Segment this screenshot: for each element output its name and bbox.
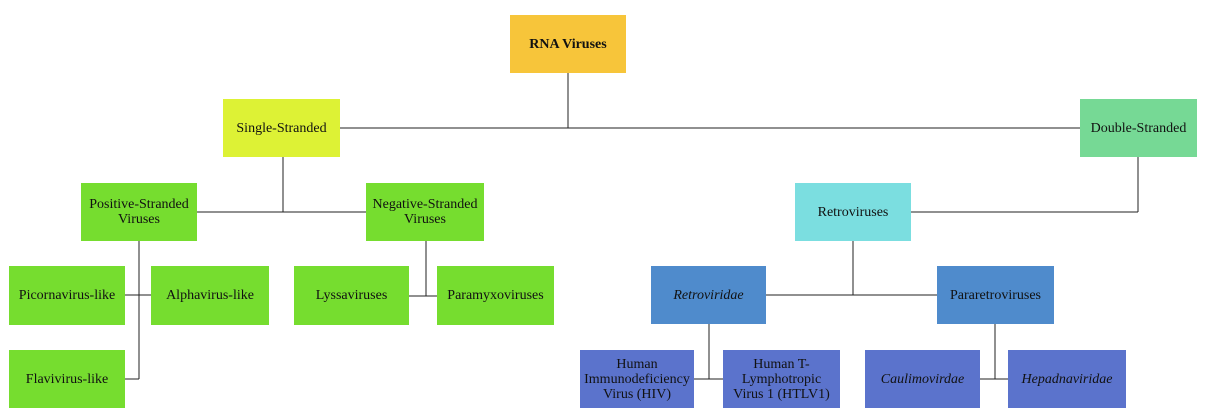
node-negative-stranded: Negative-Stranded Viruses xyxy=(366,183,484,241)
node-positive-stranded: Positive-Stranded Viruses xyxy=(81,183,197,241)
node-single-stranded: Single-Stranded xyxy=(223,99,340,157)
node-retroviridae: Retroviridae xyxy=(651,266,766,324)
node-lyssaviruses: Lyssaviruses xyxy=(294,266,409,325)
node-retroviruses: Retroviruses xyxy=(795,183,911,241)
node-alphavirus-like: Alphavirus-like xyxy=(151,266,269,325)
node-rna-viruses: RNA Viruses xyxy=(510,15,626,73)
node-paramyxoviruses: Paramyxoviruses xyxy=(437,266,554,325)
node-hepadnaviridae: Hepadnaviridae xyxy=(1008,350,1126,408)
node-double-stranded: Double-Stranded xyxy=(1080,99,1197,157)
node-htlv1: Human T-Lymphotropic Virus 1 (HTLV1) xyxy=(723,350,840,408)
node-caulimovirdae: Caulimovirdae xyxy=(865,350,980,408)
node-pararetroviruses: Pararetroviruses xyxy=(937,266,1054,324)
node-picornavirus-like: Picornavirus-like xyxy=(9,266,125,325)
node-hiv: Human Immunodeficiency Virus (HIV) xyxy=(580,350,694,408)
node-flavivirus-like: Flavivirus-like xyxy=(9,350,125,408)
